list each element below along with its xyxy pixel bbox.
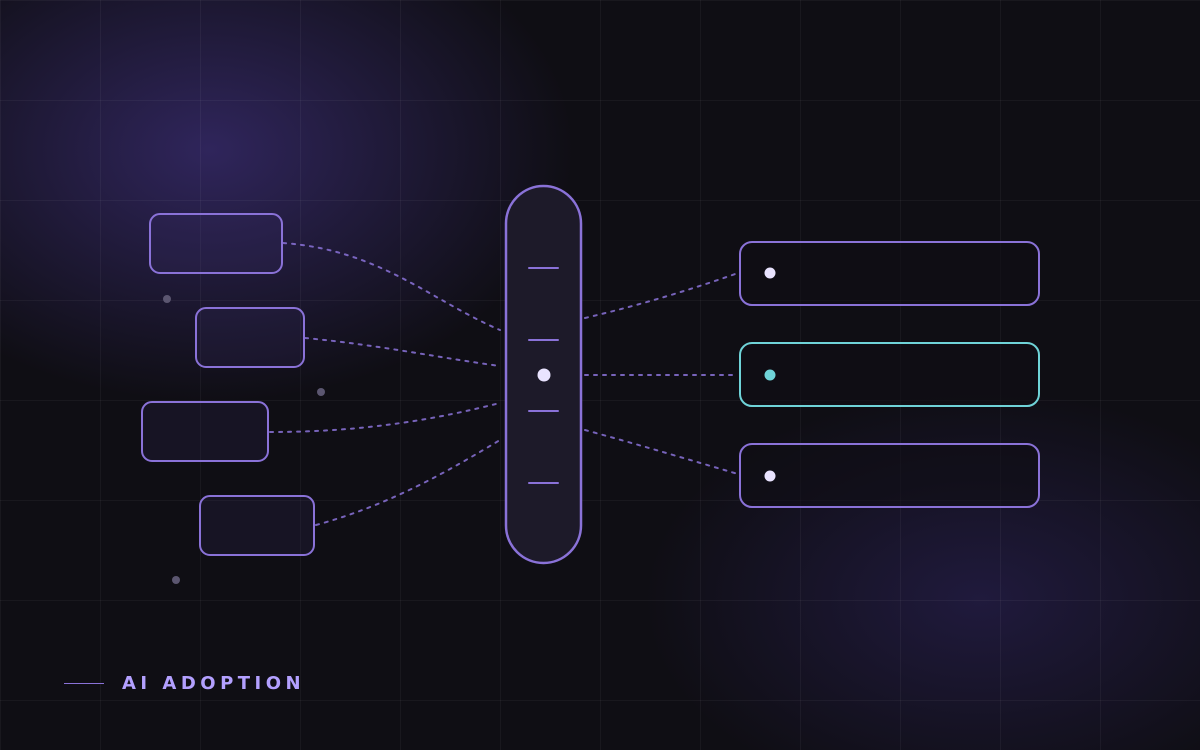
output-row-2-dot: [764, 369, 776, 381]
faint-dot: [172, 576, 180, 584]
faint-dot: [317, 388, 325, 396]
caption: AI ADOPTION: [64, 670, 305, 696]
output-row-3: [739, 443, 1040, 508]
connector-input-1: [282, 242, 501, 331]
output-row-1-dot: [764, 267, 776, 279]
output-row-3-dot: [764, 470, 776, 482]
output-row-1: [739, 241, 1040, 306]
connector-input-4: [315, 439, 501, 526]
caption-text: AI ADOPTION: [122, 672, 306, 694]
caption-rule: [64, 682, 104, 684]
faint-dot: [163, 295, 171, 303]
connector-input-3: [269, 402, 501, 433]
connector-input-2: [304, 337, 501, 367]
hub-center-dot: [537, 368, 551, 382]
input-box-1: [149, 213, 283, 274]
connector-output-3: [584, 429, 739, 475]
input-box-3: [141, 401, 269, 462]
input-box-4: [199, 495, 315, 556]
output-row-2-highlighted: [739, 342, 1040, 407]
connector-output-1: [584, 272, 739, 319]
input-box-2: [195, 307, 305, 368]
